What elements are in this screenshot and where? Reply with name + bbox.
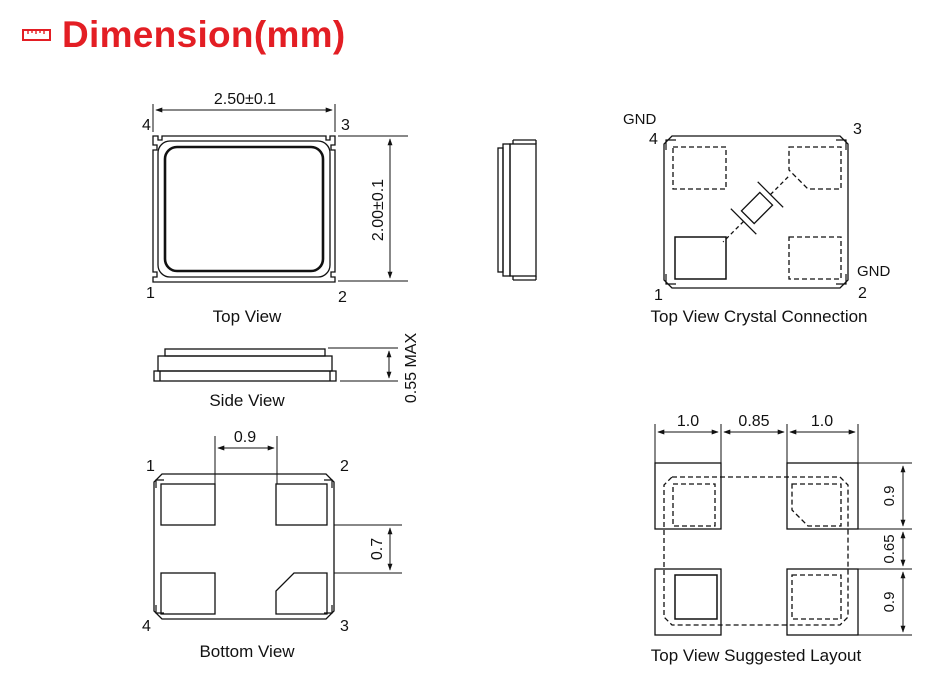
ruler-icon — [22, 29, 51, 41]
top-view — [152, 104, 408, 283]
suggested-layout-caption: Top View Suggested Layout — [651, 646, 862, 665]
layout-pad-top-right — [786, 462, 859, 530]
page-title: Dimension(mm) — [62, 14, 346, 55]
crystal-connection-pin-4: 4 — [649, 131, 658, 148]
top-view-caption: Top View — [213, 307, 282, 326]
end-view — [497, 139, 537, 281]
bottom-view-pin-3: 3 — [340, 618, 349, 635]
crystal-connection-pin-2: 2 — [858, 285, 867, 302]
layout-gap-height-label: 0.65 — [881, 534, 898, 563]
top-view-package — [152, 135, 336, 283]
top-view-pin-2: 2 — [338, 289, 347, 306]
top-view-pin-4: 4 — [142, 117, 151, 134]
crystal-connection-pin-3: 3 — [853, 121, 862, 138]
top-view-width-label: 2.50±0.1 — [214, 91, 276, 108]
bottom-view-package — [153, 473, 335, 620]
top-view-pin-3: 3 — [341, 117, 350, 134]
crystal-connection-pad-4 — [672, 146, 727, 190]
layout-pad-height-top-label: 0.9 — [881, 486, 898, 507]
page-header: Dimension(mm) — [22, 10, 345, 60]
top-view-pin-1: 1 — [146, 285, 155, 302]
crystal-symbol-icon — [722, 175, 790, 243]
crystal-connection-pad-3 — [788, 146, 842, 190]
bottom-view-caption: Bottom View — [199, 642, 295, 661]
side-view — [153, 347, 398, 382]
layout-pad-bottom-right — [786, 568, 859, 636]
bottom-view-spacing-label: 0.9 — [234, 429, 256, 446]
side-view-caption: Side View — [209, 391, 285, 410]
layout-package-outline — [663, 476, 849, 626]
bottom-view-pad-1 — [160, 483, 216, 526]
side-view-height-label: 0.55 MAX — [403, 333, 420, 404]
crystal-connection-pin-1: 1 — [654, 287, 663, 304]
layout-pad-top-left — [654, 462, 722, 530]
layout-pad-bottom-left — [654, 568, 722, 636]
bottom-view-pin-1: 1 — [146, 458, 155, 475]
layout-gap-width-label: 0.85 — [738, 413, 769, 430]
crystal-connection-package — [663, 135, 849, 289]
top-view-height-label: 2.00±0.1 — [370, 179, 387, 241]
bottom-view-pad-2 — [275, 483, 328, 526]
crystal-connection-pad-1 — [674, 236, 727, 280]
side-view-lid — [164, 348, 326, 357]
suggested-layout — [654, 424, 912, 636]
layout-pad-width-left-label: 1.0 — [677, 413, 699, 430]
crystal-connection — [663, 135, 849, 289]
crystal-connection-gnd-top: GND — [623, 111, 657, 128]
bottom-view-pad-4 — [160, 572, 216, 615]
side-view-body — [157, 355, 333, 372]
bottom-view-pin-2: 2 — [340, 458, 349, 475]
bottom-view-pad-3 — [275, 572, 328, 615]
layout-pad-height-bottom-label: 0.9 — [881, 592, 898, 613]
bottom-view — [153, 436, 402, 620]
bottom-view-height-label: 0.7 — [369, 538, 386, 560]
top-view-lid — [163, 145, 325, 273]
layout-pad-width-right-label: 1.0 — [811, 413, 833, 430]
crystal-connection-caption: Top View Crystal Connection — [650, 307, 867, 326]
bottom-view-pin-4: 4 — [142, 618, 151, 635]
crystal-connection-gnd-right: GND — [857, 263, 891, 280]
crystal-connection-pad-2 — [788, 236, 842, 280]
